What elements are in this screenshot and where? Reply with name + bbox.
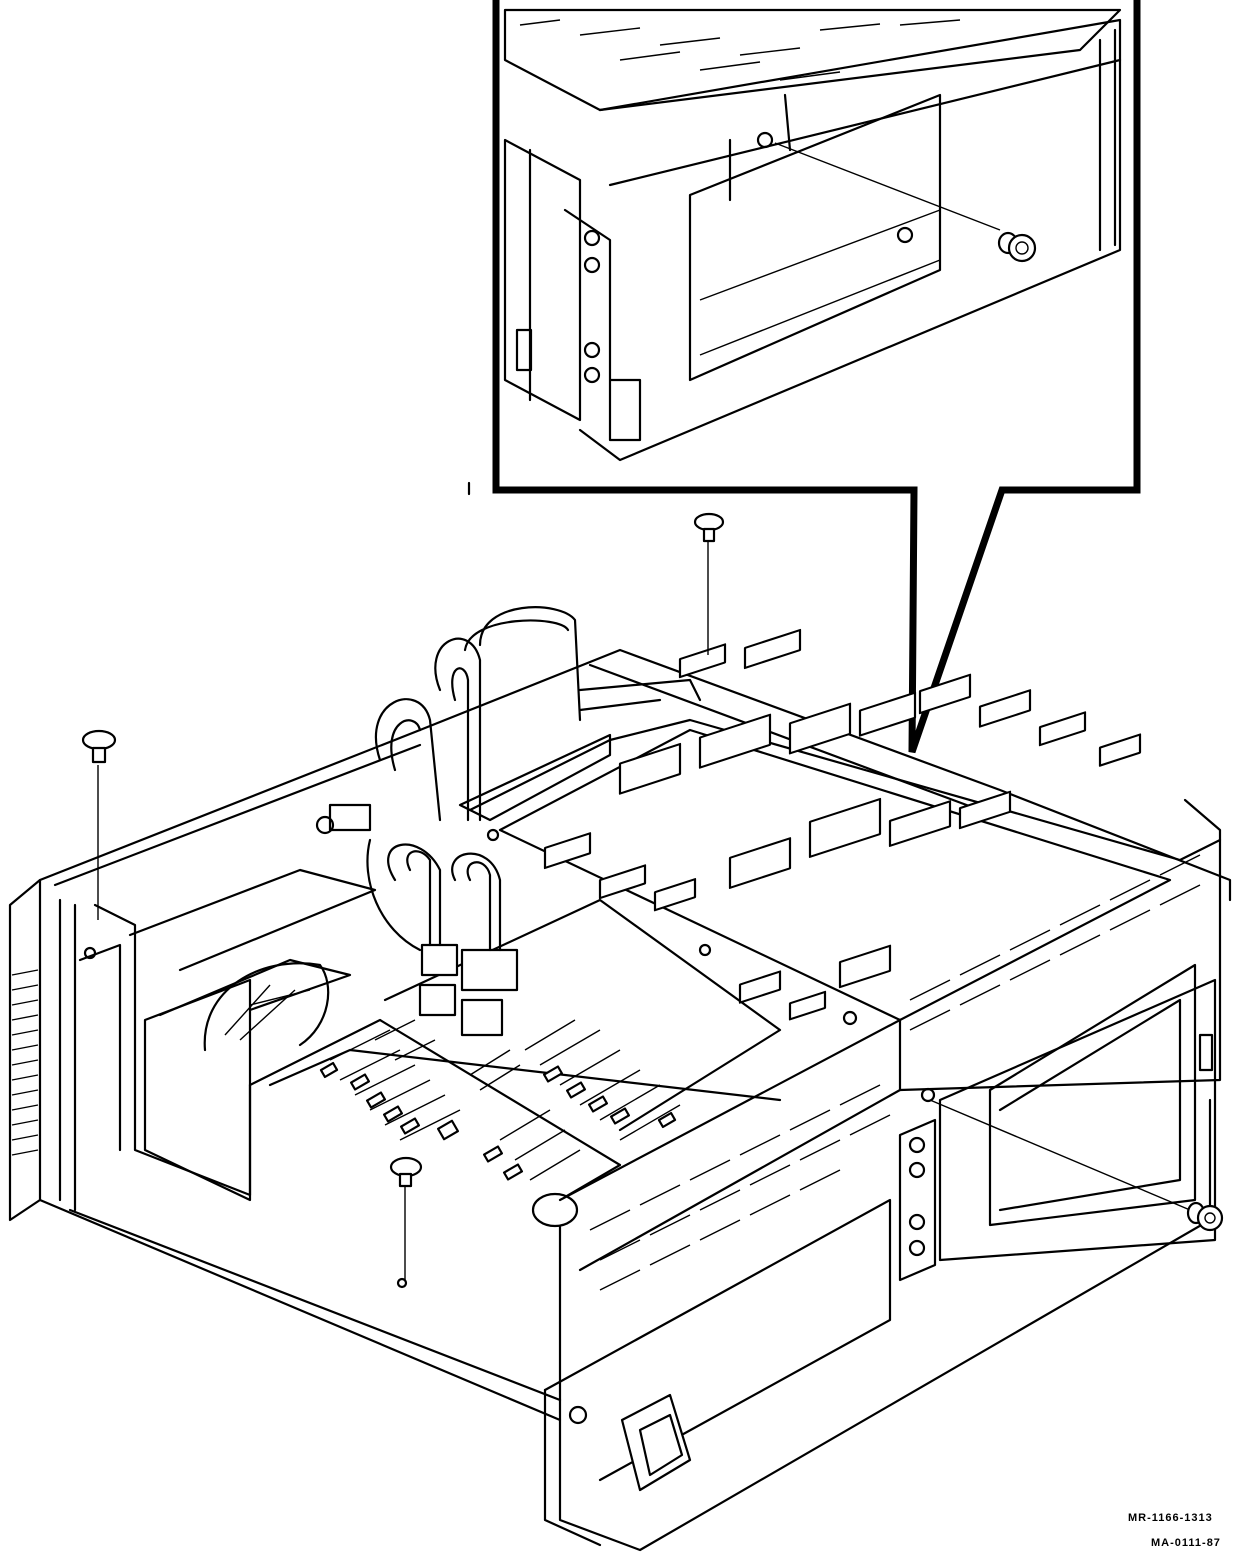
- mounting-hole: [698, 943, 712, 957]
- inset-detail: [503, 8, 1122, 462]
- resistor-bodies: [319, 1061, 677, 1181]
- leader-lines: [97, 540, 1191, 1280]
- power-switch: [620, 1393, 692, 1492]
- figure-number-label: MR-1166-1313: [1128, 1512, 1213, 1524]
- ic-chips: [543, 628, 1142, 1021]
- chassis: [8, 648, 1232, 1552]
- capacitor: [531, 1192, 579, 1228]
- components: [329, 1019, 681, 1181]
- screw-left-bracket-icon: [81, 729, 117, 764]
- drive-bay: [898, 963, 1217, 1282]
- clamp: [328, 803, 372, 832]
- ribbon-cable: [374, 606, 702, 822]
- power-connector-b: [460, 948, 519, 992]
- logic-module: [458, 628, 1222, 1291]
- mounting-hole: [842, 1010, 858, 1026]
- bezel-ribs: [11, 969, 39, 1156]
- power-supply-board: [248, 838, 782, 1422]
- rear-rail: [458, 733, 612, 822]
- power-connector-a: [420, 943, 459, 977]
- mounting-hole: [83, 946, 97, 960]
- screw-right-drive-icon: [1186, 1201, 1224, 1232]
- callout-frame: [492, 0, 1141, 754]
- front-panel: [543, 1198, 892, 1547]
- drawing-number-label: MA-0111-87: [1151, 1537, 1221, 1549]
- screw-hole: [396, 1277, 408, 1289]
- rail-slots: [589, 854, 1201, 1291]
- mounting-hole: [315, 815, 335, 835]
- mounting-hole: [486, 828, 500, 842]
- screw-top-bracket-icon: [693, 512, 725, 543]
- screw-inset-detail-icon: [997, 231, 1037, 263]
- screw-center-board-icon: [389, 1156, 423, 1188]
